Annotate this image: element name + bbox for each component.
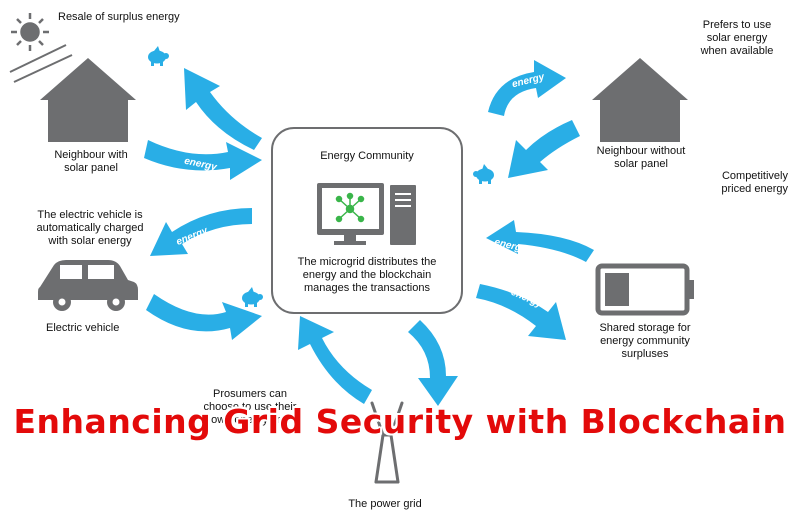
label-line: surpluses: [621, 348, 669, 360]
power-grid-label: The power grid: [348, 498, 422, 510]
house-icon: [592, 58, 688, 142]
shared-storage-label: Shared storage for energy community surp…: [585, 322, 705, 361]
power-tower-icon: [370, 401, 404, 484]
label-line: energy and the blockchain: [302, 269, 432, 281]
label-line: choose to use their: [203, 401, 297, 413]
prosumers-label: Prosumers can choose to use their own en…: [190, 388, 310, 427]
network-icon: [335, 192, 365, 223]
label-line: energy community: [600, 335, 690, 347]
neighbour-with-solar-label: Neighbour with solar panel: [44, 149, 138, 175]
sun-icon: [11, 13, 49, 51]
piggy-bank-icon: [242, 287, 263, 307]
label-line: Neighbour with: [54, 149, 128, 161]
label-line: with solar energy: [48, 235, 132, 247]
electric-vehicle-label: Electric vehicle: [46, 322, 120, 334]
car-icon: [38, 260, 138, 311]
energy-arrow: [486, 220, 594, 262]
label-line: Competitively: [721, 170, 788, 182]
energy-arrow: [508, 120, 580, 178]
energy-arrow: [476, 284, 566, 340]
energy-arrow: [146, 294, 262, 340]
label-line: priced energy: [721, 183, 788, 195]
label-line: Shared storage for: [599, 322, 691, 334]
battery-icon: [595, 263, 694, 316]
label-line: solar panel: [64, 162, 118, 174]
house-icon: [40, 58, 136, 142]
arrows-layer: [144, 60, 594, 406]
piggy-bank-icon: [148, 46, 169, 66]
label-line: automatically charged: [36, 222, 144, 234]
label-line: solar panel: [614, 158, 668, 170]
resale-label: Resale of surplus energy: [58, 11, 180, 23]
label-line: Prosumers can: [213, 388, 287, 400]
label-line: solar energy: [706, 32, 768, 44]
ev-charge-label: The electric vehicle is automatically ch…: [20, 209, 160, 248]
label-line: The electric vehicle is: [37, 209, 143, 221]
headline-title: Enhancing Grid Security with Blockchain: [13, 402, 787, 441]
resale-arrow: [184, 68, 262, 150]
label-line: manages the transactions: [304, 282, 430, 294]
energy-arrow: [144, 140, 262, 180]
grid-up-arrow: [298, 316, 372, 404]
neighbour-without-solar-label: Neighbour without solar panel: [586, 145, 696, 171]
label-line: Neighbour without: [596, 145, 686, 157]
energy-arrow: [150, 208, 252, 256]
computer-tower-icon: [390, 185, 416, 245]
label-line: The microgrid distributes the: [297, 256, 437, 268]
prefers-solar-label: Prefers to use solar energy when availab…: [682, 19, 792, 58]
microgrid-caption: The microgrid distributes the energy and…: [272, 256, 462, 295]
label-line: own energy first: [211, 414, 289, 426]
energy-arrow: [488, 60, 566, 116]
energy-community-title: Energy Community: [320, 150, 414, 162]
label-line: when available: [700, 45, 774, 57]
solar-panel-icon: [9, 44, 73, 83]
label-line: Prefers to use: [702, 19, 772, 31]
competitive-price-label: Competitively priced energy: [680, 170, 788, 196]
piggy-bank-icon: [473, 164, 494, 184]
grid-down-arrow: [408, 320, 458, 406]
